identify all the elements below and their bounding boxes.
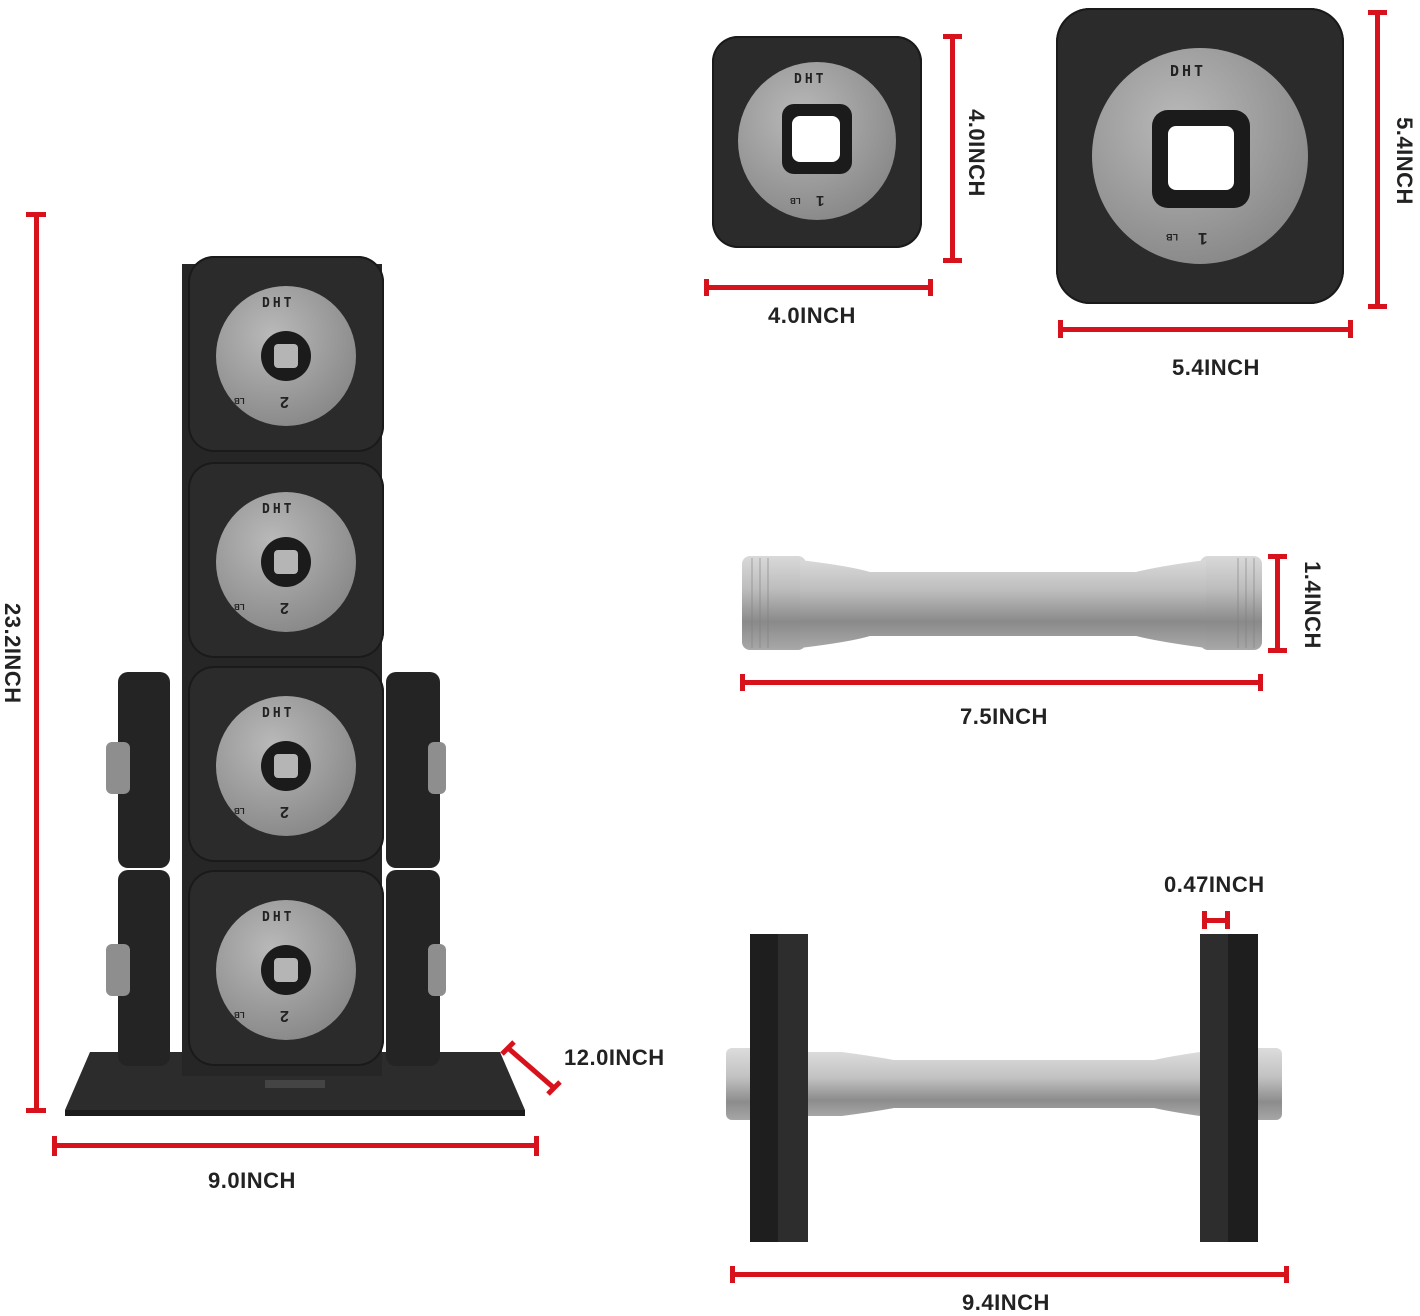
handle-diameter-line: [1275, 556, 1280, 652]
side-hub-left-upper: [106, 742, 130, 794]
large-plate-width-label: 5.4INCH: [1172, 355, 1260, 380]
large-plate-height-cap-top: [1368, 10, 1387, 15]
handle-diameter-cap-bottom: [1268, 648, 1287, 653]
small-plate-height-label: 4.0INCH: [964, 109, 989, 197]
rack-plate-1-unit: LB: [234, 396, 245, 405]
small-plate-height-cap-top: [943, 34, 962, 39]
plate-thickness-cap-right: [1225, 911, 1230, 929]
plate-thickness-cap-left: [1202, 911, 1207, 929]
rack-plate-3-weight: 2: [280, 803, 289, 820]
handle-length-line: [742, 680, 1262, 685]
handle-illustration: [742, 556, 1262, 650]
rack-plate-1: DHT 2 LB: [188, 256, 384, 452]
small-plate-width-cap-left: [704, 279, 709, 296]
rack-height-label: 23.2INCH: [0, 603, 25, 704]
large-plate-width-cap-right: [1348, 320, 1353, 338]
large-plate: DHT 1 LB: [1056, 8, 1344, 304]
rack-height-cap-top: [26, 212, 46, 217]
large-plate-brand: DHT: [1170, 62, 1207, 80]
handle-diameter-label: 1.4INCH: [1300, 561, 1325, 649]
side-hub-right-upper: [428, 742, 446, 794]
small-plate-unit: LB: [790, 196, 801, 205]
small-plate-height-line: [950, 36, 955, 262]
rack-plate-1-brand: DHT: [262, 296, 295, 311]
rack-plate-2-weight: 2: [280, 599, 289, 616]
rack-plate-2: DHT 2 LB: [188, 462, 384, 658]
large-plate-height-cap-bottom: [1368, 304, 1387, 309]
large-plate-height-line: [1375, 12, 1380, 308]
rack-plate-1-weight: 2: [280, 393, 289, 410]
dumbbell-length-cap-right: [1284, 1266, 1289, 1283]
rack-width-cap-left: [52, 1136, 57, 1156]
rack-plate-3-unit: LB: [234, 806, 245, 815]
dumbbell-length-cap-left: [730, 1266, 735, 1283]
handle-length-cap-right: [1258, 674, 1263, 691]
side-hub-right-lower: [428, 944, 446, 996]
rack-height-line: [34, 214, 39, 1112]
large-plate-width-line: [1060, 327, 1352, 332]
rack-plate-2-unit: LB: [234, 602, 245, 611]
large-plate-height-label: 5.4INCH: [1392, 117, 1417, 205]
rack-plate-2-brand: DHT: [262, 502, 295, 517]
small-plate-width-cap-right: [928, 279, 933, 296]
rack-height-cap-bottom: [26, 1108, 46, 1113]
rack-plate-3-brand: DHT: [262, 706, 295, 721]
small-plate-width-label: 4.0INCH: [768, 303, 856, 328]
plate-thickness-line: [1204, 918, 1228, 923]
large-plate-weight: 1: [1198, 229, 1208, 248]
small-plate-weight: 1: [816, 192, 825, 209]
rack-width-label: 9.0INCH: [208, 1168, 296, 1193]
handle-diameter-cap-top: [1268, 554, 1287, 559]
dumbbell-illustration: [726, 934, 1282, 1242]
side-hub-left-lower: [106, 944, 130, 996]
rack-width-line: [54, 1143, 538, 1148]
rack-plate-4-weight: 2: [280, 1007, 289, 1024]
handle-length-cap-left: [740, 674, 745, 691]
dumbbell-length-label: 9.4INCH: [962, 1290, 1050, 1315]
large-plate-width-cap-left: [1058, 320, 1063, 338]
rack-plate-4-unit: LB: [234, 1010, 245, 1019]
rack-plate-4: DHT 2 LB: [188, 870, 384, 1066]
plate-thickness-label: 0.47INCH: [1164, 872, 1265, 897]
handle-length-label: 7.5INCH: [960, 704, 1048, 729]
small-plate-width-line: [706, 285, 932, 290]
small-plate-height-cap-bottom: [943, 258, 962, 263]
rack-width-cap-right: [534, 1136, 539, 1156]
small-plate-brand: DHT: [794, 72, 827, 87]
rack-base: [65, 1052, 525, 1116]
rack-plate-3: DHT 2 LB: [188, 666, 384, 862]
rack-depth-label: 12.0INCH: [564, 1045, 665, 1070]
large-plate-unit: LB: [1166, 232, 1178, 242]
small-plate: DHT 1 LB: [712, 36, 922, 248]
rack-depth-line: [500, 1040, 562, 1096]
rack-plate-4-brand: DHT: [262, 910, 295, 925]
dumbbell-length-line: [732, 1272, 1288, 1277]
